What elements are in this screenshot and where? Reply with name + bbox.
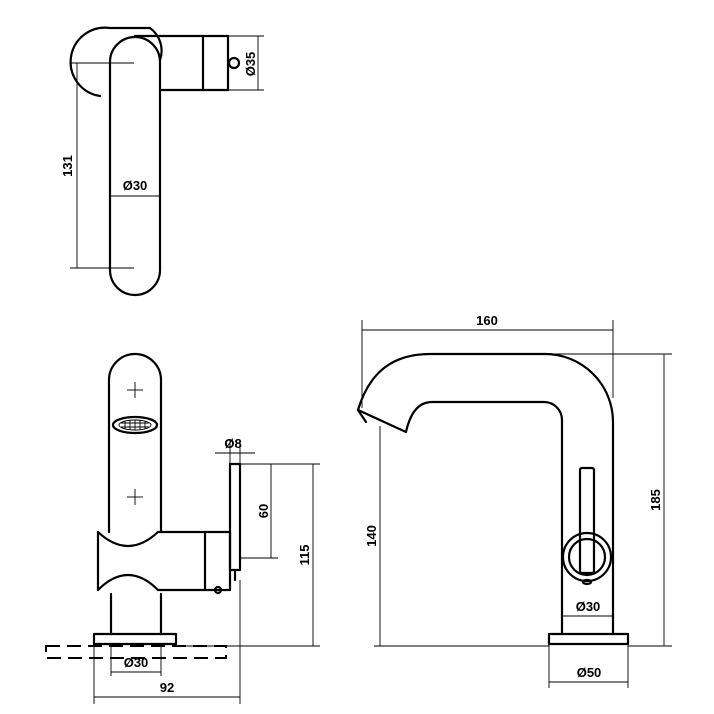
dim-label-body-dia: Ø30 <box>576 599 601 614</box>
front-view: Ø8 60 115 Ø30 92 <box>45 352 320 704</box>
top-handle-body <box>108 35 162 297</box>
dim-label-length: 131 <box>60 155 75 177</box>
side-base <box>547 632 630 646</box>
side-lever <box>578 466 596 575</box>
top-base-circle <box>69 26 163 98</box>
front-aerator <box>111 415 159 435</box>
dim-label-lever-height: 60 <box>256 504 271 518</box>
dim-label-width: 92 <box>160 680 174 695</box>
side-spout-tip <box>356 408 368 424</box>
side-knob-inner <box>567 537 607 577</box>
side-spout <box>356 352 615 624</box>
top-view: Ø35 131 Ø30 <box>60 26 264 297</box>
side-view: 160 140 185 Ø30 Ø50 <box>356 313 672 688</box>
dim-label-total-height: 185 <box>648 489 663 511</box>
front-base <box>92 632 178 646</box>
side-screw <box>581 578 593 586</box>
dim-label-spout-height: 140 <box>364 525 379 547</box>
countertop <box>45 645 227 659</box>
side-neck <box>560 620 615 636</box>
dim-label-reach: 160 <box>476 313 498 328</box>
front-aerator-mesh <box>121 420 149 430</box>
front-spout <box>107 352 163 534</box>
dim-label-handle-dia: Ø30 <box>123 178 148 193</box>
front-screw <box>213 585 223 595</box>
top-knob-hole <box>227 56 241 70</box>
front-lever <box>228 462 242 572</box>
dim-label-lever-dia: Ø8 <box>224 436 241 451</box>
dim-label-side-base-dia: Ø50 <box>577 665 602 680</box>
front-body <box>96 530 232 592</box>
top-cylinder <box>133 34 230 92</box>
dim-label-height: 115 <box>297 545 312 566</box>
front-neck <box>109 592 163 636</box>
dim-label-base-dia: Ø30 <box>124 655 149 670</box>
dim-label-knob-dia: Ø35 <box>243 52 258 77</box>
